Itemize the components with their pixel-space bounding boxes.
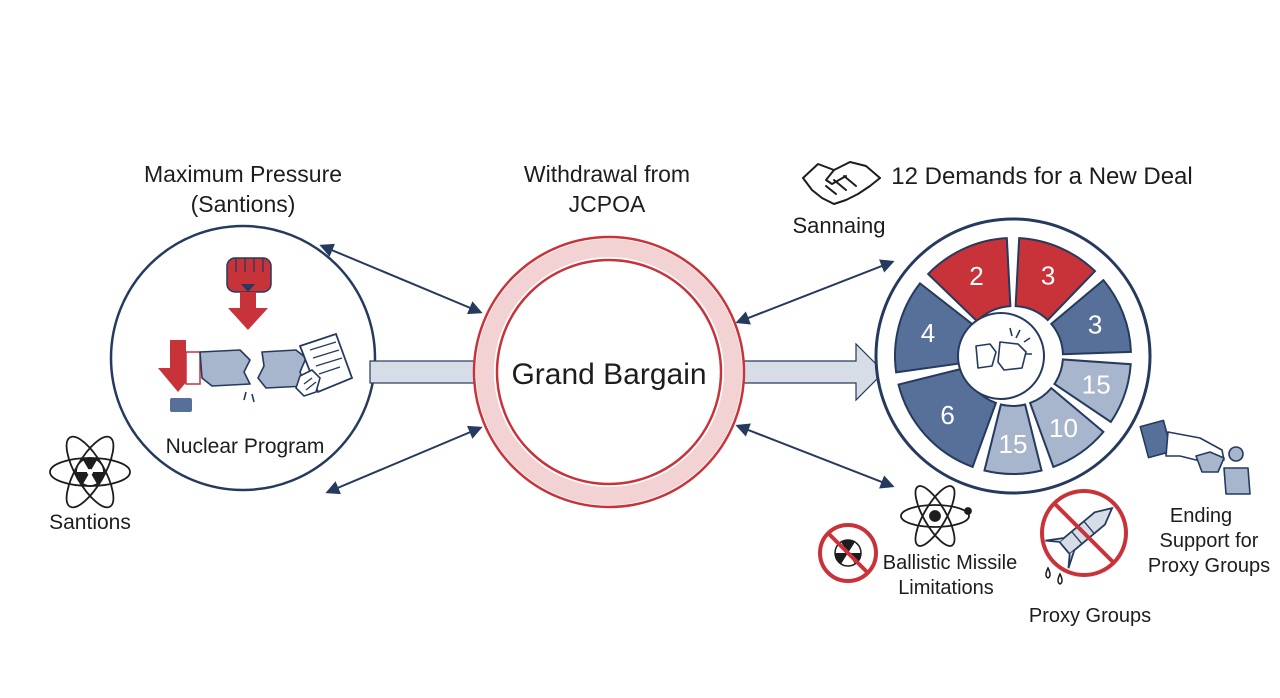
- wheel-segment: [983, 403, 1043, 475]
- wheel-segment: [926, 237, 1012, 323]
- ending-label-line2: Support for: [1160, 530, 1259, 552]
- wheel-segment-label: 4: [921, 318, 935, 348]
- ballistic-label-line2: Limitations: [898, 577, 994, 599]
- grand-bargain-label: Grand Bargain: [511, 358, 706, 391]
- fist-bump-icon: [975, 327, 1032, 371]
- arrow-right-top: [735, 259, 895, 325]
- atom-radiation-icon: [49, 435, 131, 509]
- atom-icon: [900, 485, 972, 547]
- wheel-segment-label: 3: [1088, 309, 1102, 339]
- right-flow-arrow: [723, 342, 885, 402]
- wheel-segment-label: 3: [1041, 260, 1055, 290]
- wheel-hub: [957, 312, 1045, 400]
- wheel-segment: [1028, 386, 1105, 469]
- wheel-segment: [1014, 237, 1097, 322]
- grand-bargain-circle: [472, 235, 746, 509]
- wheel-segment-label: 15: [1082, 370, 1111, 400]
- pressure-arrow-icon: [158, 340, 201, 412]
- down-arrow-icon: [228, 292, 268, 330]
- wheel-segment-label: 15: [999, 429, 1028, 459]
- handshake-icon: [802, 161, 881, 205]
- sanctions-label: Santions: [49, 511, 131, 534]
- wheel-segment-label: 6: [940, 400, 954, 430]
- wheel-segment-label: 2: [969, 261, 983, 291]
- document-icon: [295, 332, 354, 397]
- no-missile-icon: [1040, 489, 1128, 585]
- arrow-left-bottom: [325, 425, 483, 495]
- fist-icon: [226, 257, 272, 293]
- hand-giving-icon: [1139, 419, 1251, 495]
- arrow-left-top: [319, 243, 483, 315]
- handshake-label: Sannaing: [793, 213, 886, 238]
- ending-label-line3: Proxy Groups: [1148, 555, 1270, 577]
- nuclear-program-label: Nuclear Program: [166, 435, 325, 458]
- wheel-segment: [1049, 278, 1132, 356]
- arrow-right-bottom: [735, 423, 895, 489]
- right-title: 12 Demands for a New Deal: [891, 163, 1192, 190]
- center-title-line2: JCPOA: [569, 191, 646, 217]
- proxy-groups-label: Proxy Groups: [1029, 605, 1151, 627]
- center-title-line1: Withdrawal from: [524, 161, 690, 187]
- left-title-line2: (Santions): [191, 191, 296, 217]
- left-title-line1: Maximum Pressure: [144, 161, 342, 187]
- wheel-segment: [1053, 358, 1132, 424]
- wheel-segment-label: 10: [1049, 413, 1078, 443]
- no-nuclear-icon: [818, 523, 878, 583]
- ending-label-line1: Ending: [1170, 505, 1232, 527]
- broken-chain-icon: [199, 349, 307, 403]
- ballistic-label-line1: Ballistic Missile: [883, 552, 1017, 574]
